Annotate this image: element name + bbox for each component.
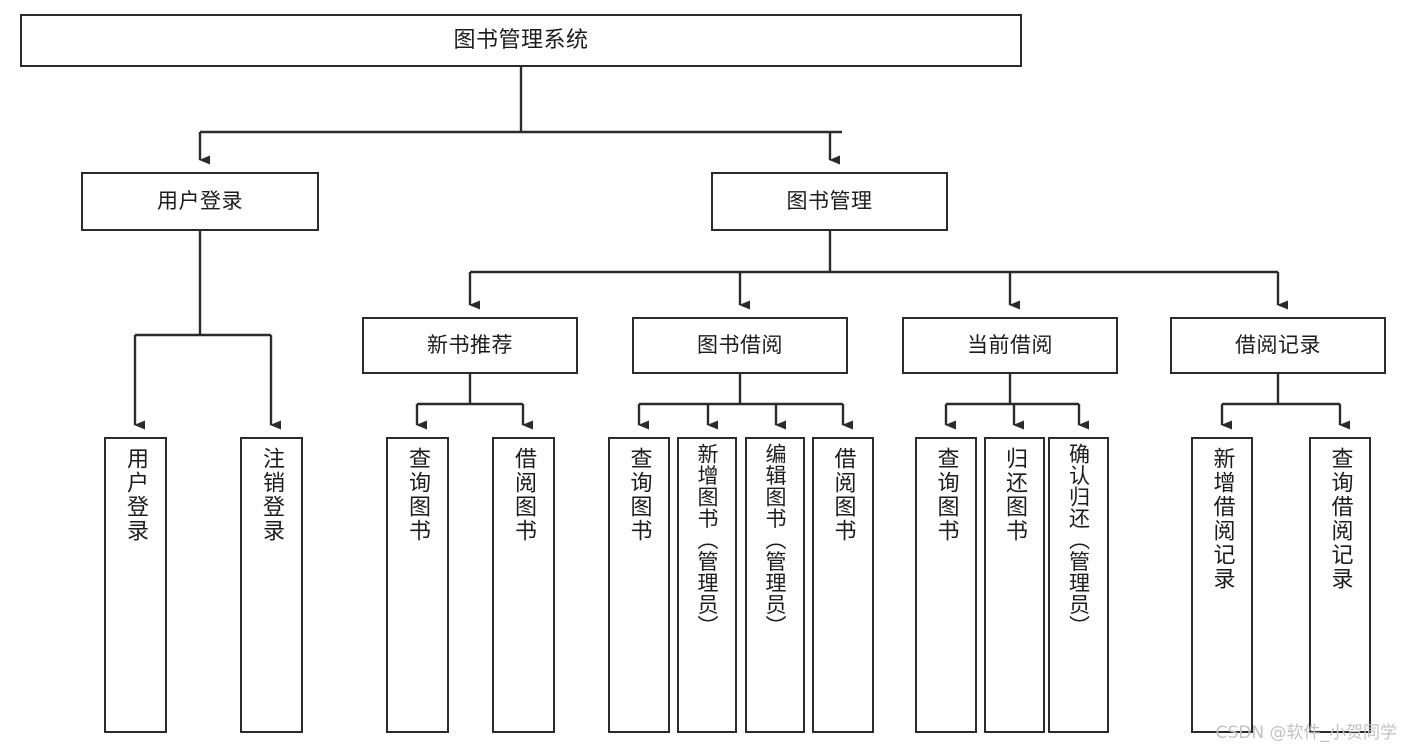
node-leaf-add-record-label: 新增借阅记录 (1209, 447, 1235, 591)
node-leaf-logout-login[interactable]: 注销登录 (240, 437, 303, 733)
node-leaf-confirm-return[interactable]: 确认归还（管理员） (1048, 437, 1109, 733)
node-leaf-add-record[interactable]: 新增借阅记录 (1191, 437, 1253, 733)
node-book-borrow-label: 图书借阅 (697, 333, 783, 358)
node-root-label: 图书管理系统 (453, 27, 589, 53)
node-leaf-return-book-label: 归还图书 (1002, 447, 1028, 543)
node-current-borrow[interactable]: 当前借阅 (902, 317, 1118, 374)
node-leaf-query-book-2-label: 查询图书 (626, 447, 652, 543)
node-leaf-borrow-book-1[interactable]: 借阅图书 (492, 437, 555, 733)
node-leaf-user-login-label: 用户登录 (123, 447, 149, 543)
node-leaf-add-book-label: 新增图书（管理员） (695, 443, 720, 637)
node-leaf-borrow-book-2[interactable]: 借阅图书 (812, 437, 874, 733)
node-user-login[interactable]: 用户登录 (81, 172, 319, 231)
node-book-borrow[interactable]: 图书借阅 (632, 317, 848, 374)
node-leaf-confirm-return-label: 确认归还（管理员） (1066, 443, 1091, 637)
node-leaf-logout-login-label: 注销登录 (259, 447, 285, 543)
node-new-book-recommend[interactable]: 新书推荐 (362, 317, 578, 374)
node-leaf-query-record[interactable]: 查询借阅记录 (1309, 437, 1371, 733)
node-new-book-recommend-label: 新书推荐 (427, 333, 513, 358)
node-book-manage[interactable]: 图书管理 (711, 172, 948, 231)
node-current-borrow-label: 当前借阅 (967, 333, 1053, 358)
node-leaf-query-book-3[interactable]: 查询图书 (915, 437, 977, 733)
node-borrow-record[interactable]: 借阅记录 (1170, 317, 1386, 374)
node-book-manage-label: 图书管理 (786, 189, 873, 214)
node-leaf-user-login[interactable]: 用户登录 (104, 437, 167, 733)
node-leaf-add-book[interactable]: 新增图书（管理员） (677, 437, 737, 733)
node-leaf-query-book-2[interactable]: 查询图书 (608, 437, 670, 733)
node-leaf-borrow-book-1-label: 借阅图书 (511, 447, 537, 543)
node-leaf-query-book-3-label: 查询图书 (933, 447, 959, 543)
node-leaf-edit-book[interactable]: 编辑图书（管理员） (745, 437, 805, 733)
node-leaf-borrow-book-2-label: 借阅图书 (830, 447, 856, 543)
node-leaf-query-record-label: 查询借阅记录 (1327, 447, 1353, 591)
node-leaf-query-book-1[interactable]: 查询图书 (386, 437, 449, 733)
node-root[interactable]: 图书管理系统 (20, 14, 1022, 67)
csdn-watermark: CSDN @软件_小贺同学 (1215, 723, 1397, 743)
node-leaf-edit-book-label: 编辑图书（管理员） (763, 443, 788, 637)
node-leaf-query-book-1-label: 查询图书 (405, 447, 431, 543)
node-borrow-record-label: 借阅记录 (1235, 333, 1321, 358)
node-user-login-label: 用户登录 (157, 189, 243, 214)
node-leaf-return-book[interactable]: 归还图书 (984, 437, 1045, 733)
